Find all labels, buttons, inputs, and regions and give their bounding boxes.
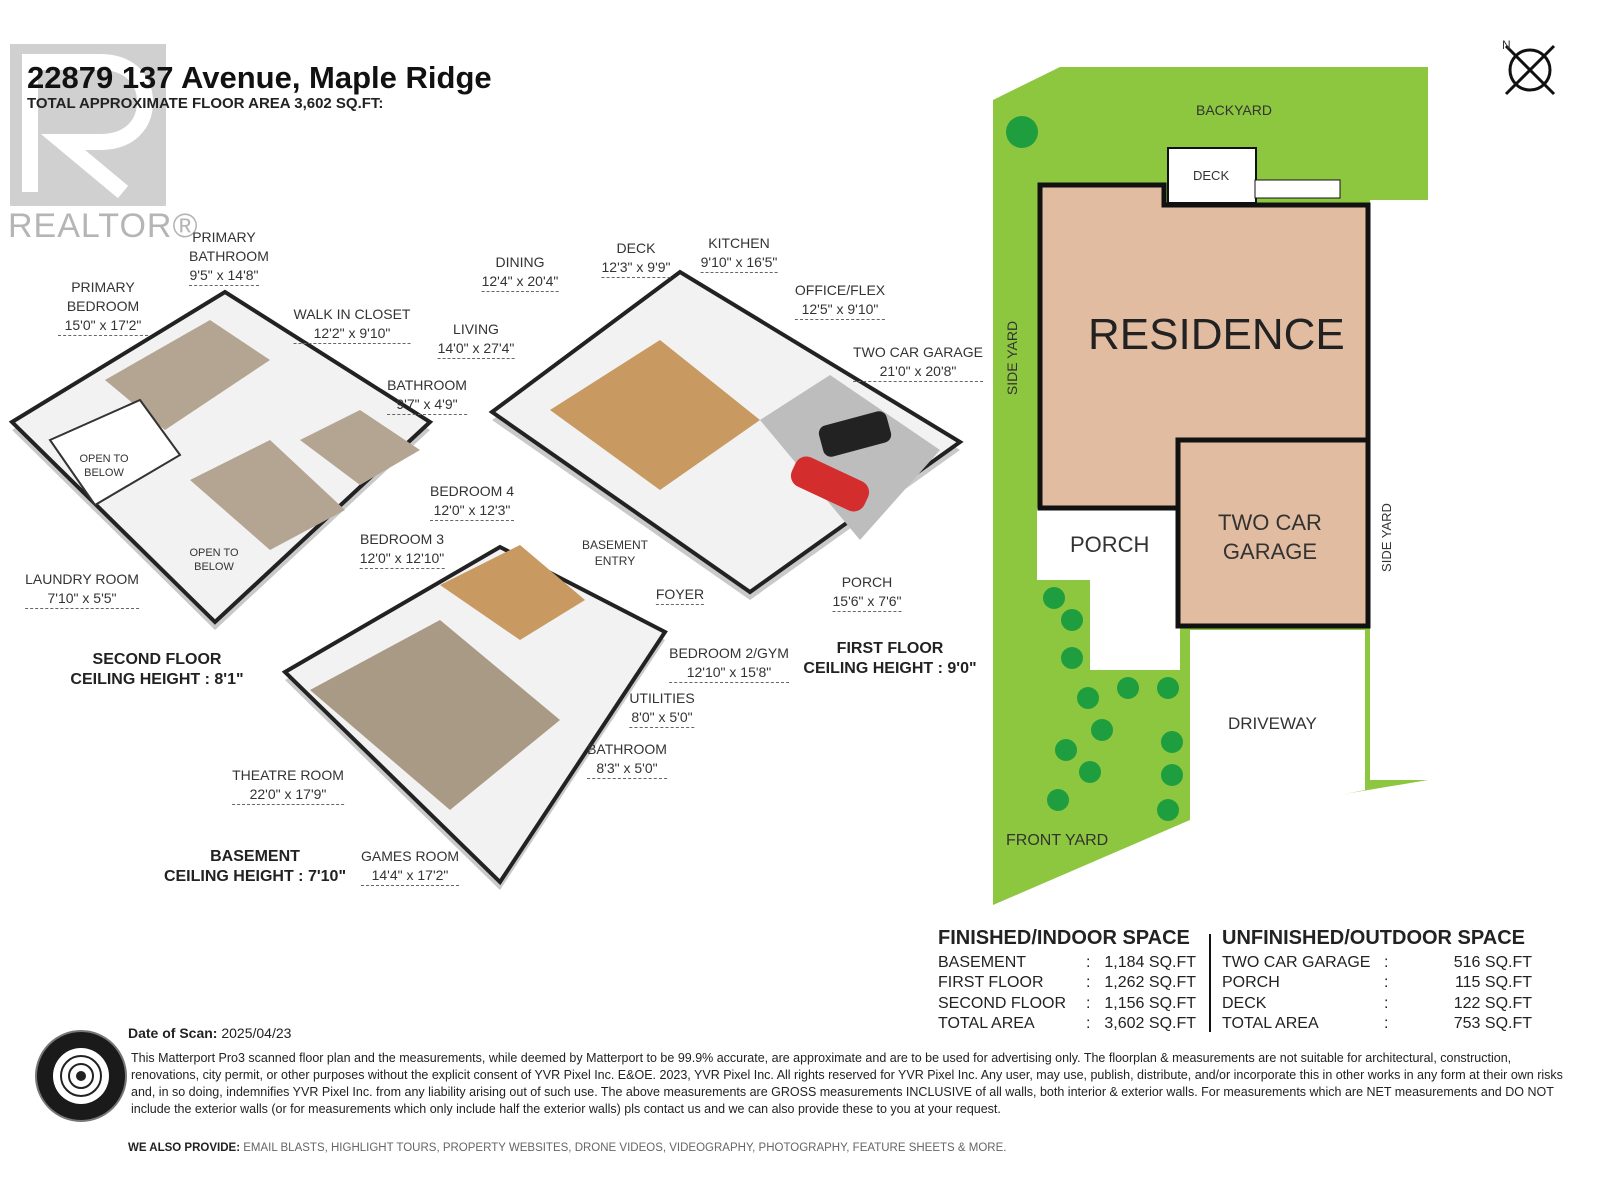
garage-building <box>1175 437 1371 629</box>
realtor-logo: REALTOR® <box>8 42 198 245</box>
area-row: BASEMENT:1,184 SQ.FT <box>938 953 1198 974</box>
area-cell: TWO CAR GARAGE <box>1222 953 1371 971</box>
area-cell: : <box>1086 974 1091 991</box>
deck-label: DECK <box>1193 168 1230 183</box>
finished-space-table: FINISHED/INDOOR SPACE BASEMENT:1,184 SQ.… <box>938 928 1198 1035</box>
porch-label: PORCH <box>1070 532 1150 557</box>
area-row: PORCH: 115 SQ.FT <box>1222 973 1532 994</box>
area-cell: : <box>1384 974 1389 991</box>
residence-label: RESIDENCE <box>1088 310 1345 359</box>
area-row: TWO CAR GARAGE: 516 SQ.FT <box>1222 953 1532 974</box>
area-cell: 1,184 SQ.FT <box>1104 953 1196 971</box>
driveway-label: DRIVEWAY <box>1228 714 1317 733</box>
open-to-below: OPEN TO BELOW <box>189 547 239 573</box>
page-subtitle: TOTAL APPROXIMATE FLOOR AREA 3,602 SQ.FT… <box>27 95 384 112</box>
area-cell: 516 SQ.FT <box>1453 953 1532 971</box>
site-plan <box>993 44 1556 905</box>
north-label: N <box>1502 38 1511 52</box>
north-arrow-icon <box>1504 44 1556 96</box>
floorplan-drawings <box>8 269 964 890</box>
area-row: FIRST FLOOR:1,262 SQ.FT <box>938 973 1198 994</box>
area-cell: 3,602 SQ.FT <box>1104 1015 1196 1032</box>
area-row: SECOND FLOOR:1,156 SQ.FT <box>938 994 1198 1015</box>
porch-area <box>1037 508 1177 580</box>
realtor-r-icon <box>10 44 166 206</box>
area-cell: TOTAL AREA <box>938 1015 1035 1032</box>
backyard-label: BACKYARD <box>1196 102 1272 118</box>
second-floor-plan <box>8 289 434 630</box>
driveway <box>1190 630 1365 825</box>
area-cell: SECOND FLOOR <box>938 994 1067 1012</box>
area-row: TOTAL AREA:3,602 SQ.FT <box>938 1014 1198 1035</box>
room-label: BASEMENT ENTRY <box>581 538 648 568</box>
first-floor-plan <box>488 269 964 600</box>
area-cell: : <box>1086 1015 1091 1032</box>
tree-icons <box>1006 116 1183 821</box>
area-cell: 1,156 SQ.FT <box>1104 994 1196 1012</box>
area-cell: TOTAL AREA <box>1222 1015 1319 1032</box>
area-cell: : <box>1384 994 1389 1012</box>
area-cell: 122 SQ.FT <box>1453 994 1532 1012</box>
area-cell: : <box>1086 953 1091 971</box>
area-cell: : <box>1384 1015 1389 1032</box>
open-to-below: OPEN TO BELOW <box>79 453 129 479</box>
area-cell: PORCH <box>1222 974 1280 991</box>
garage-label: TWO CAR GARAGE <box>1218 510 1322 564</box>
area-cell: FIRST FLOOR <box>938 974 1044 991</box>
area-row: DECK: 122 SQ.FT <box>1222 994 1532 1015</box>
services-line: WE ALSO PROVIDE: EMAIL BLASTS, HIGHLIGHT… <box>128 1142 1007 1154</box>
area-cell: : <box>1384 953 1389 971</box>
scan-date: Date of Scan: 2025/04/23 <box>128 1025 292 1041</box>
side-yard-label: SIDE YARD <box>1378 503 1394 572</box>
table-divider <box>1209 934 1211 1032</box>
area-cell: BASEMENT <box>938 953 1027 971</box>
disclaimer: This Matterport Pro3 scanned floor plan … <box>131 1051 1563 1116</box>
unfinished-space-table: UNFINISHED/OUTDOOR SPACE TWO CAR GARAGE:… <box>1222 928 1532 1035</box>
basement-plan <box>281 544 668 890</box>
area-cell: 753 SQ.FT <box>1453 1015 1532 1032</box>
area-row: TOTAL AREA: 753 SQ.FT <box>1222 1014 1532 1035</box>
area-cell: : <box>1086 994 1091 1012</box>
room-label: FOYER <box>655 585 705 605</box>
area-cell: 115 SQ.FT <box>1454 974 1532 991</box>
page-title: 22879 137 Avenue, Maple Ridge <box>27 60 492 95</box>
side-yard-label: SIDE YARD <box>1004 320 1021 396</box>
yvr-pixel-logo <box>35 1030 127 1122</box>
area-cell: DECK <box>1222 994 1267 1012</box>
front-yard-label: FRONT YARD <box>1006 832 1109 849</box>
area-cell: 1,262 SQ.FT <box>1104 974 1196 991</box>
